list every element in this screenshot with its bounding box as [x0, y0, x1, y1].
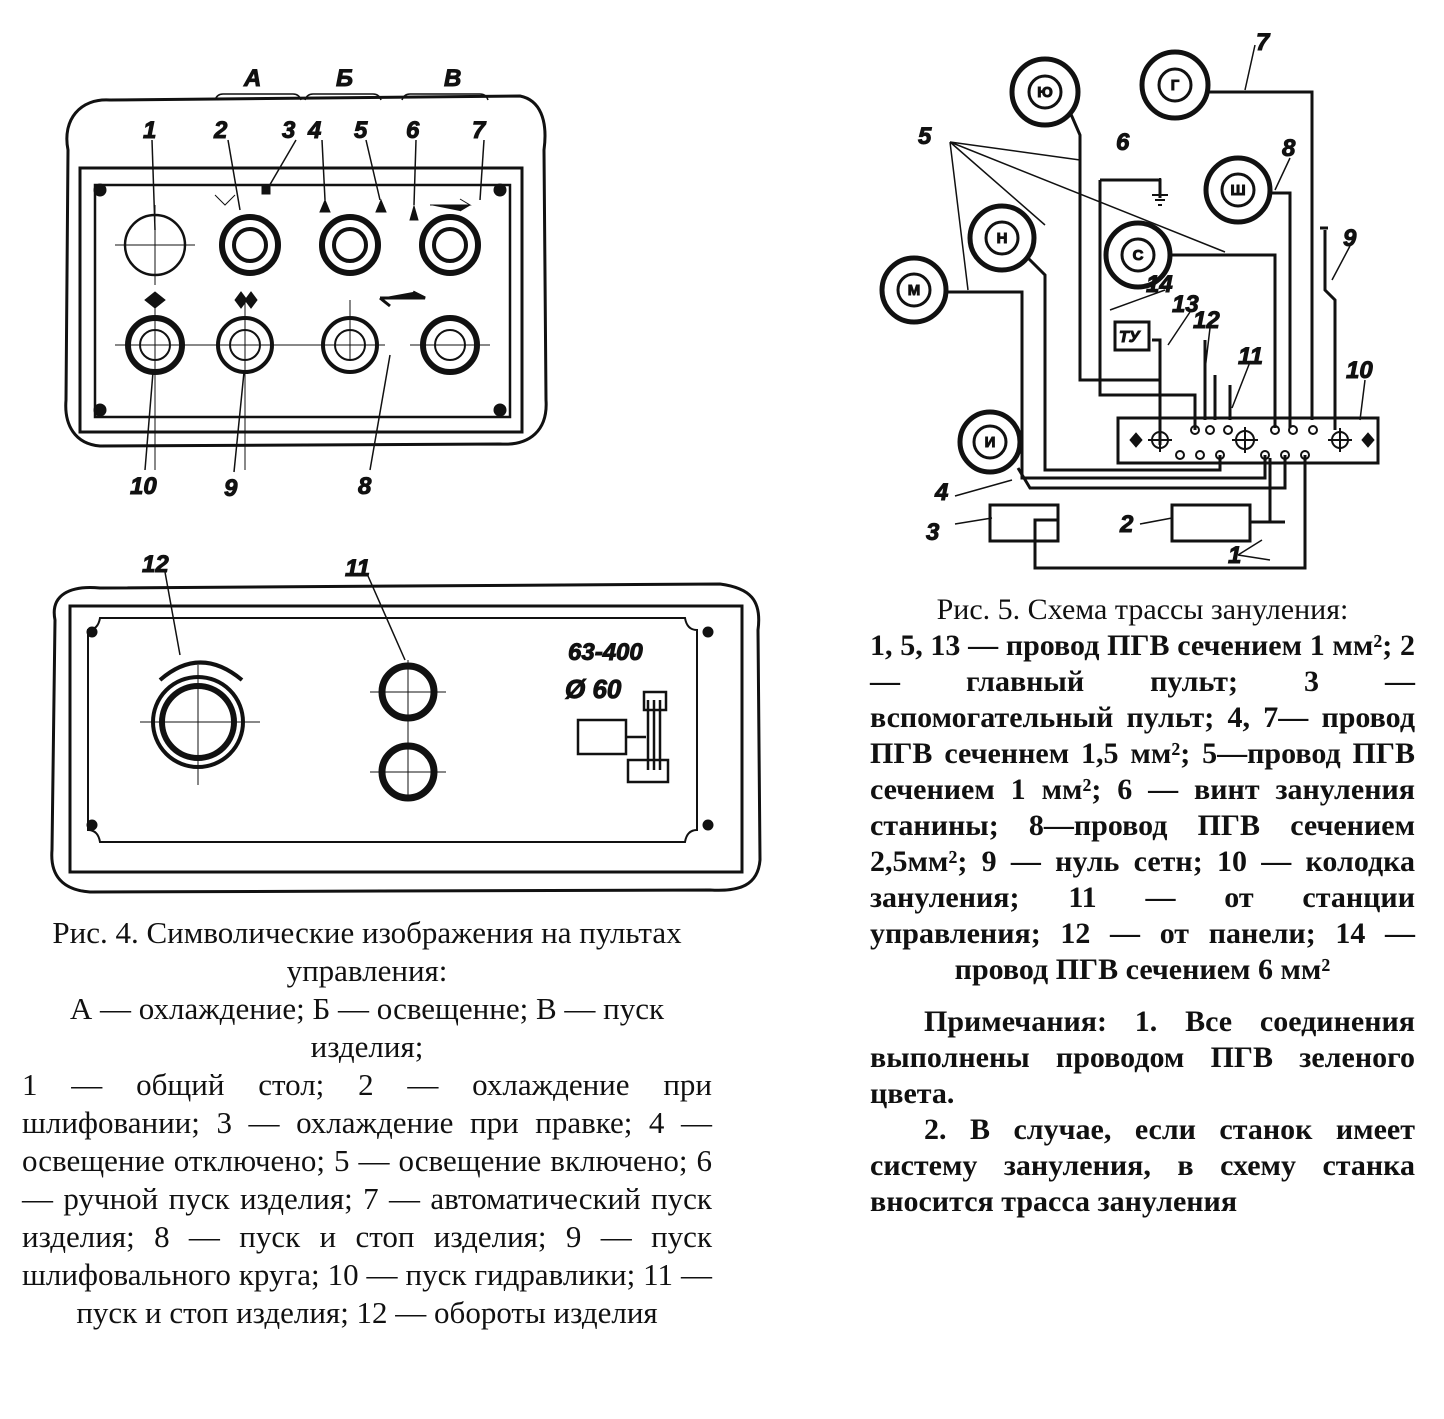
- aux-panel-box: [988, 503, 1060, 543]
- mount-screws-bottom: [86, 626, 714, 831]
- circle-letter-sh: Ш: [1230, 182, 1245, 199]
- group-label-v: В: [444, 65, 461, 92]
- terminal-block: [1116, 416, 1380, 465]
- callout-8: 8: [358, 473, 372, 500]
- figure-4-caption-title: Рис. 4. Символические изображения на пул…: [52, 915, 682, 988]
- main-panel-box: [1170, 503, 1252, 543]
- figure-5-grounding-route: Ю Г Ш Н С М И ТУ 1 2 3 4 5 6 7 8 9 10 11…: [879, 29, 1380, 570]
- panel-outline-bottom: [50, 582, 762, 894]
- callout-13: 13: [1172, 291, 1199, 318]
- figure-5-note-2: 2. В случае, если станок имеет систему з…: [870, 1113, 1415, 1218]
- callout-2: 2: [213, 117, 228, 144]
- symbol-icons: [144, 185, 472, 309]
- group-label-b: Б: [336, 65, 353, 92]
- callout-10: 10: [130, 473, 157, 500]
- circle-letter-n: Н: [997, 230, 1008, 247]
- group-label-a: А: [243, 65, 261, 92]
- panel-outline-top: [64, 94, 548, 448]
- callout-11: 11: [1238, 343, 1263, 370]
- callout-5: 5: [918, 123, 932, 150]
- callout-8: 8: [1282, 135, 1296, 162]
- figure-4-control-panels: А Б В 1 2 3 4 5 6 7 10 9 8 12 11 63-400 …: [50, 65, 762, 894]
- callout-10: 10: [1346, 357, 1373, 384]
- five-leader-lines: [949, 44, 1366, 561]
- tu-label: ТУ: [1119, 329, 1141, 346]
- callout-7: 7: [1256, 29, 1271, 56]
- leader-lines: [144, 139, 485, 473]
- figure-5-note-1: Примечания: 1. Все соединения выполнены …: [870, 1005, 1415, 1110]
- callout-9: 9: [224, 475, 238, 502]
- callout-1: 1: [143, 117, 156, 144]
- equipment-circles: [879, 49, 1273, 475]
- figure-5-caption-title: Рис. 5. Схема трассы зануления:: [936, 593, 1349, 626]
- circle-letter-s: С: [1133, 247, 1144, 264]
- circle-letter-g: Г: [1171, 77, 1180, 94]
- leader-lines-bottom: [164, 571, 406, 661]
- callout-3: 3: [282, 117, 296, 144]
- figure-4-item-legend: 1 — общий стол; 2 — охлаждение при шлифо…: [22, 1067, 712, 1330]
- motor-spec-label: 63-400: [568, 639, 643, 666]
- figure-4-group-legend: А — охлаждение; Б — освещенне; В — пуск …: [69, 991, 665, 1064]
- panel-inner-frame-top: [93, 183, 512, 419]
- tu-box: [1113, 320, 1151, 352]
- callout-11: 11: [345, 555, 370, 582]
- circle-letter-yu: Ю: [1037, 84, 1052, 101]
- mount-screws: [93, 183, 507, 417]
- buttons-row-1: [219, 214, 481, 276]
- callout-2: 2: [1119, 511, 1134, 538]
- callout-9: 9: [1343, 225, 1357, 252]
- callout-12: 12: [142, 551, 169, 578]
- callout-12: 12: [1193, 307, 1220, 334]
- panel-frame-top: [78, 166, 524, 434]
- callout-4: 4: [934, 479, 948, 506]
- panel-inner-frame-bottom: [87, 617, 698, 843]
- spindle-speed-knob: [140, 660, 260, 785]
- callout-1: 1: [1228, 542, 1241, 569]
- motor-symbol: [576, 690, 670, 784]
- callout-14: 14: [1146, 271, 1173, 298]
- callout-5: 5: [354, 117, 368, 144]
- callout-7: 7: [472, 117, 487, 144]
- callout-4: 4: [307, 117, 321, 144]
- start-stop-buttons: [370, 660, 446, 802]
- buttons-row-2: [115, 300, 490, 470]
- ground-screw-icon: [1152, 178, 1168, 206]
- callout-3: 3: [926, 519, 940, 546]
- group-brackets: [214, 93, 489, 101]
- figure-5-legend: 1, 5, 13 — провод ПГВ сечением 1 мм²; 2 …: [870, 629, 1415, 986]
- callout-6: 6: [1116, 129, 1130, 156]
- callout-6: 6: [406, 117, 420, 144]
- panel-frame-bottom: [68, 604, 744, 874]
- figure-4-caption: Рис. 4. Символические изображения на пул…: [22, 914, 712, 1332]
- diameter-label: Ø 60: [565, 674, 622, 704]
- circle-letter-m: М: [908, 282, 921, 299]
- figure-5-caption: Рис. 5. Схема трассы зануления: 1, 5, 13…: [870, 592, 1415, 1220]
- circle-letter-i: И: [985, 434, 996, 451]
